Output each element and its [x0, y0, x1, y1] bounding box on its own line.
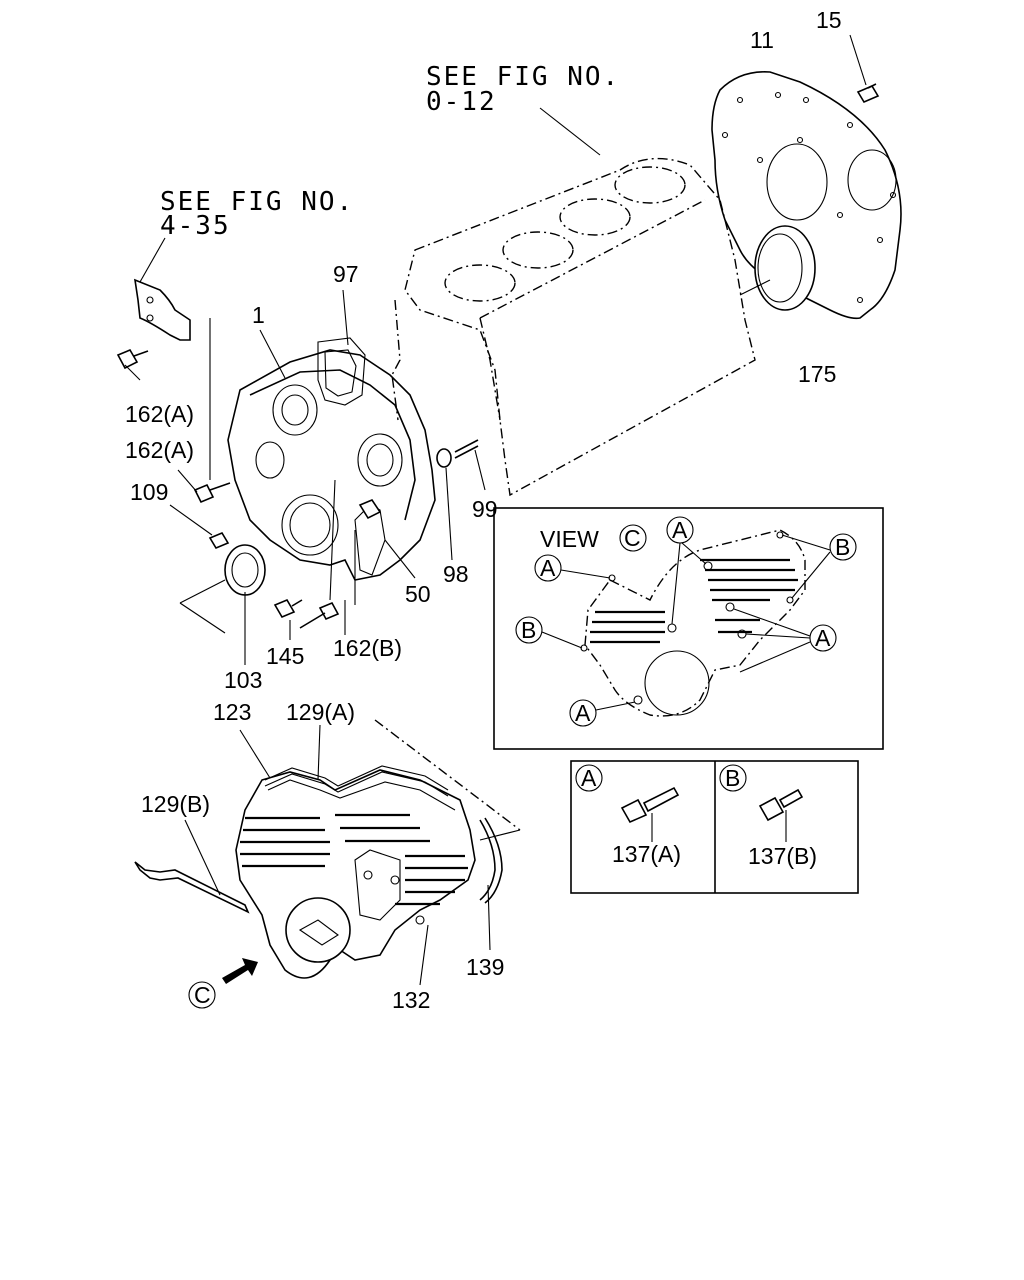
callout-50: 50	[405, 581, 431, 607]
bolt-145	[273, 598, 303, 619]
bolt-162b	[299, 601, 340, 629]
bolt-162a-top	[116, 348, 149, 370]
bolt-137b	[758, 788, 804, 842]
table-marker-a: A	[581, 765, 597, 791]
bolt-137a	[620, 786, 680, 842]
ref-block-leader	[539, 107, 601, 156]
ref-bracket-line1: SEE FIG NO.	[160, 187, 354, 217]
callout-123: 123	[213, 699, 251, 725]
view-letter: C	[624, 525, 641, 551]
cylinder-block	[391, 157, 756, 497]
callout-139: 139	[466, 954, 504, 980]
timing-case	[227, 349, 436, 581]
callout-137b: 137(B)	[748, 843, 817, 869]
marker-a-3: A	[815, 625, 831, 651]
cover-hatch	[240, 813, 468, 906]
case-gasket	[317, 337, 366, 406]
front-group-leaders	[124, 289, 486, 665]
part-50	[358, 499, 382, 520]
cover-gasket-129a	[264, 765, 449, 797]
callout-1: 1	[252, 302, 265, 328]
callout-137a: 137(A)	[612, 841, 681, 867]
view-c-box: VIEW C A	[493, 507, 884, 750]
nut-98	[436, 448, 452, 468]
callout-103: 103	[224, 667, 262, 693]
marker-a-2: A	[672, 517, 688, 543]
callout-162a-2: 162(A)	[125, 437, 194, 463]
callout-109: 109	[130, 479, 168, 505]
rear-plate	[711, 71, 902, 320]
cover-group-leaders	[184, 719, 521, 986]
front-oil-seal	[224, 544, 266, 596]
bolt-table: A B	[570, 760, 859, 894]
ref-block-line2: 0-12	[426, 87, 497, 117]
front-cover	[235, 769, 476, 979]
bracket-plate	[134, 278, 191, 341]
ref-bracket-leader	[139, 237, 166, 283]
callout-15: 15	[816, 7, 842, 33]
callout-162b: 162(B)	[333, 635, 402, 661]
callout-99: 99	[472, 496, 498, 522]
stud-99	[454, 439, 479, 459]
callout-145: 145	[266, 643, 304, 669]
marker-a-1: A	[540, 555, 556, 581]
marker-b-1: B	[835, 534, 850, 560]
rear-oil-seal	[739, 225, 816, 311]
view-title: VIEW	[540, 526, 599, 552]
ref-bracket-line2: 4-35	[160, 211, 231, 241]
callout-97: 97	[333, 261, 359, 287]
marker-c: C	[194, 982, 211, 1008]
marker-a-4: A	[575, 700, 591, 726]
gasket-139	[479, 817, 503, 904]
callout-162a-1: 162(A)	[125, 401, 194, 427]
marker-b-2: B	[521, 617, 536, 643]
callout-11: 11	[750, 27, 774, 53]
bolt-15	[849, 34, 880, 104]
view-arrow: C	[188, 958, 258, 1009]
callout-129a: 129(A)	[286, 699, 355, 725]
ref-block-line1: SEE FIG NO.	[426, 62, 620, 92]
callout-129b: 129(B)	[141, 791, 210, 817]
bolt-109	[169, 504, 230, 550]
callout-175: 175	[798, 361, 836, 387]
callout-98: 98	[443, 561, 469, 587]
bracket-129b	[134, 861, 250, 914]
callout-132: 132	[392, 987, 430, 1013]
view-hatch	[590, 558, 798, 644]
table-marker-b: B	[725, 765, 740, 791]
bolt-162a-mid	[193, 482, 231, 504]
